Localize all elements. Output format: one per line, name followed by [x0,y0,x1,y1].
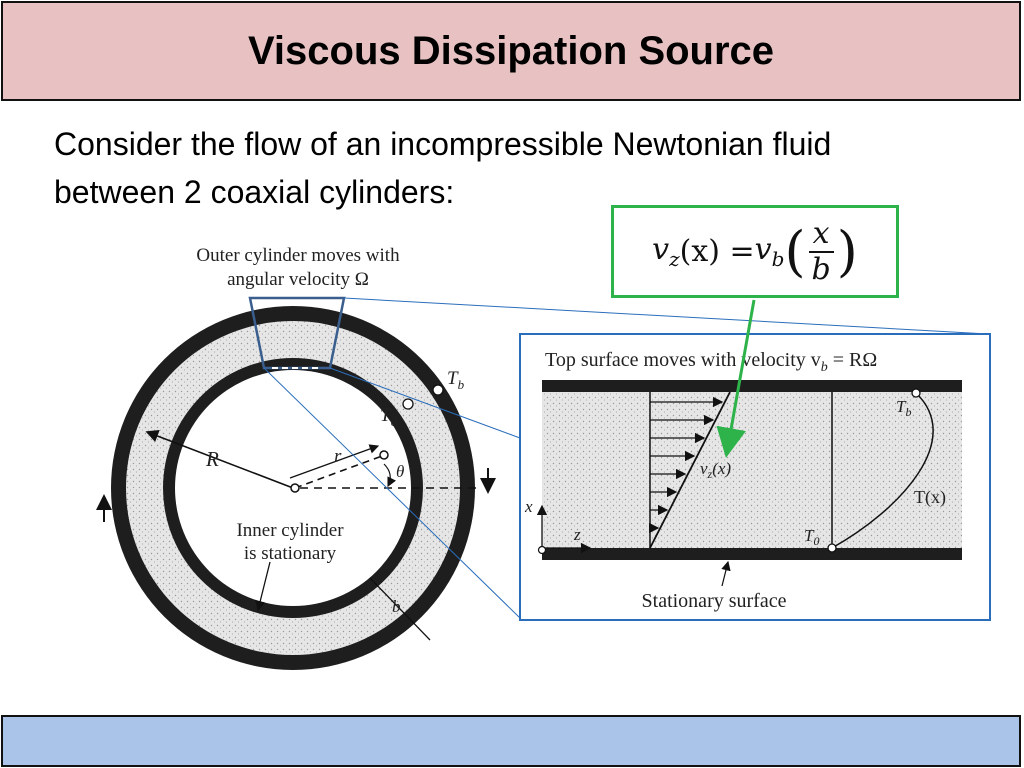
inner-cylinder-label-1: Inner cylinder [236,520,344,541]
slide-title: Viscous Dissipation Source [247,28,775,73]
outer-cylinder-label-1: Outer cylinder moves with [196,245,400,266]
radius-R-line [145,430,294,489]
r-dimension-line [289,444,380,479]
body-line-2: between 2 coaxial cylinders: [54,174,455,210]
equation-fraction: x b [808,216,835,287]
stationary-surface-label: Stationary surface [642,590,787,612]
fluid-gap [542,380,962,558]
r-point [379,450,389,460]
origin-point [537,545,547,555]
velocity-arrows [648,396,724,534]
equation-lhs: vz [652,232,680,271]
magnified-flow-diagram: Top surface moves with velocity vb = RΩ … [519,333,991,621]
top-surface-label: Top surface moves with velocity vb = RΩ [545,349,877,375]
r-label: r [334,446,342,467]
velocity-profile-line [649,391,731,549]
callout-line-bottom [263,367,521,619]
T0-point-right [827,543,837,553]
radius-r-line [294,455,383,489]
T0-label: T0 [380,405,398,429]
Tb-point [432,384,444,396]
temperature-profile-curve [831,392,934,549]
outer-cylinder-label-2: angular velocity Ω [227,269,369,290]
velocity-equation-box: vz (x) = vb ( x b ) [611,205,899,298]
theta-arc [383,463,397,488]
theta-label: θ [396,462,404,481]
inner-label-leader [255,561,271,612]
Tb-point-right [911,388,921,398]
equation-lhs-arg: (x) = [679,234,755,269]
body-text: Consider the flow of an incompressible N… [54,120,974,216]
inner-cylinder-label-2: is stationary [244,543,337,564]
cylinder-diagram: Outer cylinder moves with angular veloci… [96,245,496,670]
z-axis-label: z [573,525,581,544]
top-plate [542,380,962,392]
center-point [290,483,300,493]
callout-line-mid [329,367,521,439]
title-bar: Viscous Dissipation Source [1,1,1021,101]
vz-label: vz(x) [700,459,731,481]
right-paren: ) [836,219,858,283]
T0-label-right: T0 [804,526,819,548]
equation-rhs: vb [754,232,785,271]
b-label: b [392,597,401,616]
Tx-label: T(x) [914,487,946,508]
bottom-plate [542,548,962,560]
callout-line-top [343,297,989,335]
Tb-label-right: Tb [896,397,911,419]
footer-bar [1,715,1021,767]
left-paren: ( [784,219,806,283]
Tb-label: Tb [447,368,465,392]
stationary-surface-leader [721,560,731,587]
equation-pointer-arrow [716,299,756,458]
fraction-denominator: b [811,251,831,287]
b-dimension-line [369,577,431,641]
R-label: R [205,447,219,471]
T0-point [402,398,414,410]
body-line-1: Consider the flow of an incompressible N… [54,126,832,162]
fraction-numerator: x [808,216,834,253]
x-axis-label: x [524,497,533,516]
